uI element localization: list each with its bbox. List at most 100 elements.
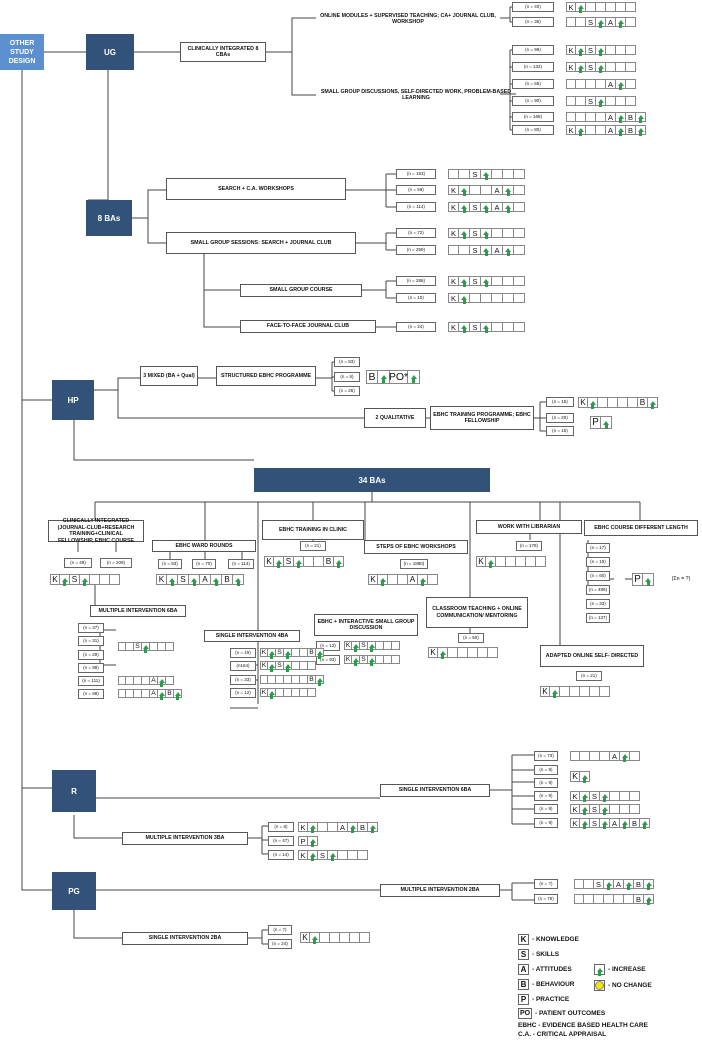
outcome-cell-empty bbox=[626, 62, 636, 72]
n-label: (n = 153) bbox=[396, 169, 436, 179]
increase-arrow-shape bbox=[577, 128, 584, 136]
hp-classroom-label: CLASSROOM TEACHING + ONLINE COMMUNICATIO… bbox=[426, 597, 528, 628]
increase-arrow-shape bbox=[158, 678, 165, 687]
outcome-cell-empty bbox=[448, 245, 459, 255]
increase-arrow-shape bbox=[311, 935, 318, 944]
increase-arrow-shape bbox=[235, 577, 241, 586]
increase-arrow-icon bbox=[576, 45, 586, 56]
hp-adapted-label: ADAPTED ONLINE SELF- DIRECTED bbox=[540, 645, 644, 667]
n-label: (n = 9) bbox=[534, 804, 558, 814]
increase-arrow-icon bbox=[310, 932, 320, 944]
increase-arrow-icon bbox=[616, 17, 626, 28]
outcome-cell-empty bbox=[616, 96, 626, 106]
increase-arrow-shape bbox=[505, 205, 511, 213]
outcome-cell: K bbox=[298, 822, 308, 832]
n-label: (n = 21) bbox=[576, 671, 602, 681]
increase-arrow-icon bbox=[604, 879, 614, 890]
legend-no-change-label: - NO CHANGE bbox=[608, 982, 652, 989]
outcome-row: K bbox=[540, 686, 610, 698]
outcome-cell-empty bbox=[350, 932, 360, 943]
increase-arrow-shape bbox=[461, 325, 467, 333]
increase-arrow-icon bbox=[378, 370, 390, 384]
increase-arrow-shape bbox=[213, 577, 219, 586]
outcome-cell-empty bbox=[594, 894, 604, 904]
n-label: (n = 31) bbox=[78, 636, 104, 646]
increase-arrow-icon bbox=[378, 574, 388, 586]
legend-a-box: A bbox=[518, 964, 529, 975]
hp-training-fellowship-label: EBHC TRAINING PROGRAMME; EBHC FELLOWSHIP bbox=[430, 406, 534, 430]
outcome-cell-empty bbox=[150, 642, 158, 651]
outcome-cell-empty bbox=[126, 642, 134, 651]
n-label: (n = 59) bbox=[396, 185, 436, 195]
outcome-cell-empty bbox=[606, 62, 616, 72]
outcome-cell: S bbox=[586, 45, 596, 55]
n-label: (n = 178) bbox=[516, 541, 542, 551]
outcome-cell-empty bbox=[503, 322, 514, 332]
increase-arrow-shape bbox=[461, 279, 467, 287]
increase-arrow-shape bbox=[316, 650, 323, 659]
outcome-cell-empty bbox=[142, 689, 150, 698]
outcome-cell-empty bbox=[100, 574, 110, 585]
other-study-design-root: OTHER STUDY DESIGN bbox=[0, 34, 44, 70]
legend-k-label: - KNOWLEDGE bbox=[532, 936, 579, 943]
outcome-cell-empty bbox=[600, 686, 610, 697]
increase-arrow-shape bbox=[483, 248, 489, 256]
outcome-cell: K bbox=[570, 818, 580, 828]
outcome-cell: A bbox=[492, 185, 503, 195]
outcome-cell-empty bbox=[630, 804, 640, 814]
increase-arrow-icon bbox=[368, 641, 376, 652]
increase-arrow-icon bbox=[189, 574, 200, 586]
outcome-cell-empty bbox=[318, 822, 328, 832]
outcome-cell-empty bbox=[626, 2, 636, 12]
outcome-row: A bbox=[118, 676, 174, 687]
outcome-cell-empty bbox=[616, 2, 626, 12]
outcome-cell-empty bbox=[384, 641, 392, 650]
outcome-cell: K bbox=[566, 45, 576, 55]
outcome-cell: P bbox=[632, 573, 643, 586]
n-label: (n = 19) bbox=[230, 648, 256, 658]
outcome-cell-empty bbox=[606, 45, 616, 55]
increase-arrow-icon bbox=[481, 322, 492, 333]
legend-a-label: - ATTITUDES bbox=[532, 966, 572, 973]
increase-arrow-icon bbox=[596, 96, 606, 107]
increase-arrow-icon bbox=[233, 574, 244, 586]
increase-arrow-shape bbox=[169, 577, 175, 586]
outcome-cell-empty bbox=[126, 676, 134, 685]
increase-arrow-icon bbox=[268, 688, 276, 699]
increase-arrow-shape bbox=[483, 172, 489, 180]
outcome-cell-empty bbox=[308, 688, 316, 697]
increase-arrow-shape bbox=[581, 821, 588, 829]
ug-small-group-course-label: SMALL GROUP COURSE bbox=[240, 284, 362, 297]
outcome-cell: K bbox=[448, 185, 459, 195]
outcome-cell-empty bbox=[503, 169, 514, 179]
outcome-cell-empty bbox=[448, 647, 458, 658]
outcome-cell-empty bbox=[340, 932, 350, 943]
n-label: (n = 75) bbox=[534, 894, 558, 904]
increase-arrow-icon bbox=[601, 416, 612, 429]
ug-node: UG bbox=[86, 34, 134, 70]
increase-arrow-icon bbox=[481, 276, 492, 287]
increase-arrow-icon bbox=[616, 112, 626, 123]
outcome-cell: S bbox=[586, 96, 596, 106]
increase-arrow-shape bbox=[617, 128, 624, 136]
outcome-cell-empty bbox=[300, 688, 308, 697]
outcome-cell-empty bbox=[596, 2, 606, 12]
outcome-cell-empty bbox=[628, 397, 638, 408]
increase-arrow-shape bbox=[61, 577, 68, 586]
outcome-cell-empty bbox=[616, 62, 626, 72]
increase-arrow-shape bbox=[284, 650, 291, 659]
outcome-cell: S bbox=[590, 818, 600, 828]
increase-arrow-icon bbox=[167, 574, 178, 586]
outcome-cell: B bbox=[358, 822, 368, 832]
increase-arrow-icon bbox=[481, 245, 492, 256]
outcome-cell-empty bbox=[586, 79, 596, 89]
